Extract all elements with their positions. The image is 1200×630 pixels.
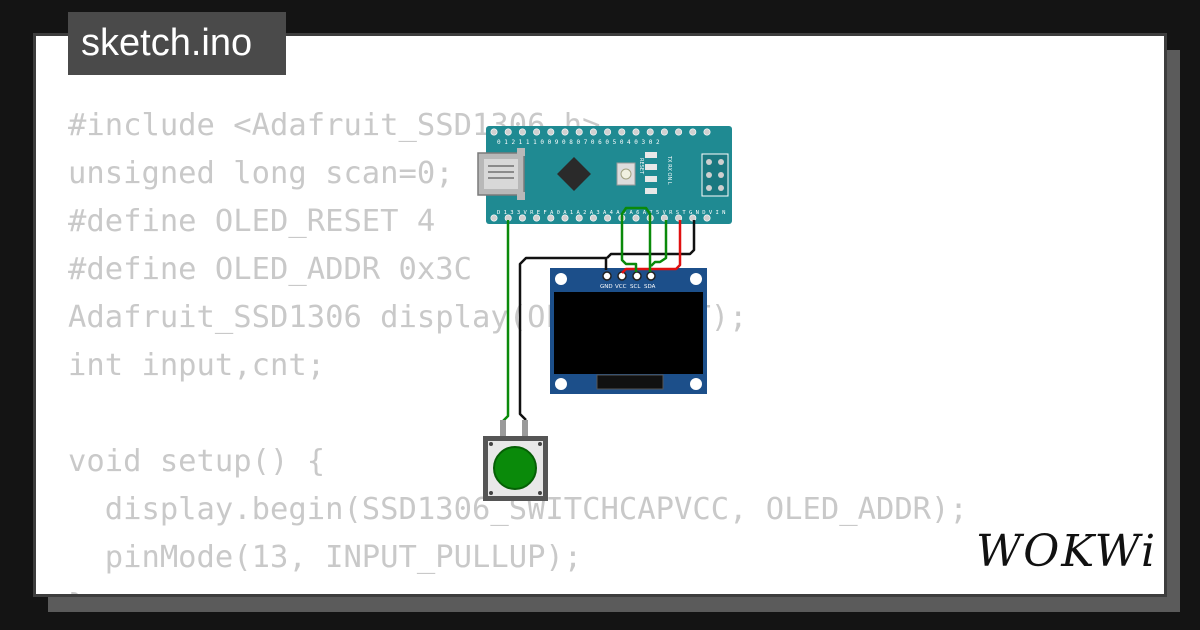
status-leds — [645, 152, 657, 194]
code-line: int input,cnt; — [68, 348, 326, 383]
header-pin[interactable] — [504, 128, 512, 136]
top-header-labels: 0 1 2 1 1 1 0 0 9 0 8 0 7 0 6 0 5 0 4 0 … — [497, 139, 660, 146]
code-line: unsigned long scan=0; — [68, 156, 454, 191]
wire-gnd-button[interactable] — [518, 256, 608, 421]
header-pin[interactable] — [547, 128, 555, 136]
code-line — [68, 390, 968, 438]
side-labels: TX RX ON L — [666, 155, 672, 185]
wire-gnd-oled[interactable] — [606, 220, 696, 259]
bottom-header-labels: D 1 3 3 V R E F A 0 A 1 A 2 A 3 A 4 A 5 … — [497, 210, 725, 216]
header-pin[interactable] — [575, 214, 583, 222]
header-pin[interactable] — [533, 214, 541, 222]
reset-button[interactable] — [616, 162, 636, 186]
header-pin[interactable] — [646, 128, 654, 136]
arduino-nano[interactable]: 0 1 2 1 1 1 0 0 9 0 8 0 7 0 6 0 5 0 4 0 … — [477, 126, 732, 224]
code-line: void setup() { — [68, 444, 326, 479]
icsp-header — [701, 153, 729, 197]
header-pin[interactable] — [575, 128, 583, 136]
top-header-pins — [490, 128, 711, 136]
pin-label-vcc: VCC — [615, 284, 627, 290]
push-button[interactable] — [483, 420, 548, 501]
pin-label-gnd: GND — [600, 284, 613, 290]
header-pin[interactable] — [660, 214, 668, 222]
code-line: #define OLED_RESET 4 — [68, 204, 436, 239]
header-pin[interactable] — [604, 214, 612, 222]
button-cap[interactable] — [493, 446, 537, 490]
oled-display[interactable]: GND VCC SCL SDA — [550, 268, 707, 394]
file-tab[interactable]: sketch.ino — [68, 12, 286, 75]
header-pin[interactable] — [561, 214, 569, 222]
reset-label: RESET — [638, 158, 644, 175]
header-pin[interactable] — [490, 214, 498, 222]
wire-a5-scl[interactable] — [620, 206, 652, 272]
usb-connector — [477, 148, 525, 200]
mount-hole — [690, 273, 702, 285]
header-pin[interactable] — [604, 128, 612, 136]
header-pin[interactable] — [547, 214, 555, 222]
wire-a4-sda[interactable] — [650, 220, 668, 267]
header-pin[interactable] — [490, 128, 498, 136]
header-pin[interactable] — [518, 214, 526, 222]
mount-hole — [555, 378, 567, 390]
wokwi-logo: WOKWi — [976, 524, 1155, 580]
code-line: Adafruit_SSD1306 display(OLED_RESET); — [68, 300, 748, 335]
header-pin[interactable] — [618, 128, 626, 136]
arduino-board — [486, 126, 732, 224]
header-pin[interactable] — [589, 214, 597, 222]
button-corner — [538, 491, 542, 495]
wire-5v-vcc[interactable] — [621, 220, 682, 274]
header-pin[interactable] — [561, 128, 569, 136]
header-pin[interactable] — [675, 214, 683, 222]
mount-hole — [690, 378, 702, 390]
flex-cable — [596, 374, 664, 390]
button-leg — [522, 420, 528, 436]
code-line: #define OLED_ADDR 0x3C — [68, 252, 472, 287]
header-pin[interactable] — [589, 128, 597, 136]
header-pin[interactable] — [703, 128, 711, 136]
pin-label-scl: SCL — [630, 284, 641, 290]
header-pin[interactable] — [703, 214, 711, 222]
mount-hole — [555, 273, 567, 285]
header-pin[interactable] — [533, 128, 541, 136]
button-corner — [489, 491, 493, 495]
oled-screen — [554, 292, 703, 374]
microcontroller-chip — [557, 157, 591, 191]
code-line: pinMode(13, INPUT_PULLUP); — [68, 540, 583, 575]
header-pin[interactable] — [660, 128, 668, 136]
code-line: } — [68, 582, 968, 594]
pin-label-sda: SDA — [644, 284, 656, 290]
header-pin[interactable] — [675, 128, 683, 136]
button-leg — [500, 420, 506, 436]
header-pin[interactable] — [689, 128, 697, 136]
header-pin[interactable] — [632, 214, 640, 222]
code-line: display.begin(SSD1306_SWITCHCAPVCC, OLED… — [68, 492, 968, 527]
file-tab-label: sketch.ino — [81, 22, 253, 64]
header-pin[interactable] — [518, 128, 526, 136]
button-corner — [489, 442, 493, 446]
header-pin[interactable] — [632, 128, 640, 136]
button-corner — [538, 442, 542, 446]
wokwi-logo-text: WOKWi — [976, 526, 1158, 577]
